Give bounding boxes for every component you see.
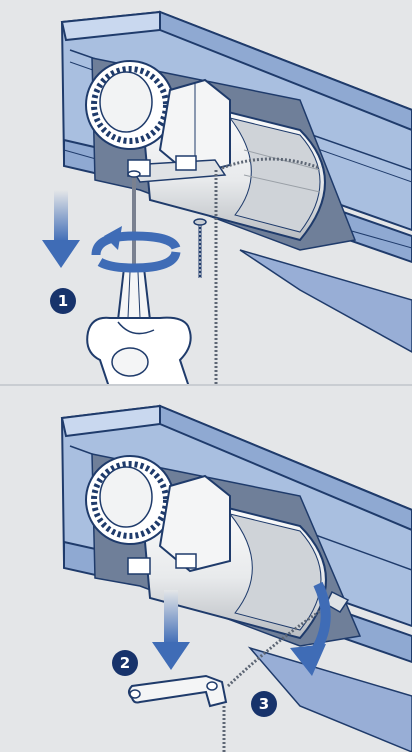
- step-number-1: 1: [58, 292, 68, 310]
- down-arrow-icon: [152, 590, 190, 670]
- screw: [193, 218, 207, 278]
- mounting-bracket: [127, 155, 227, 183]
- gear-head: [85, 60, 231, 177]
- hand: [86, 316, 192, 384]
- step-number-2: 2: [120, 654, 130, 672]
- rotate-arrow-icon: [91, 226, 181, 273]
- step-2-3-panel: 2 3: [0, 386, 412, 752]
- release-bracket: [128, 674, 228, 708]
- gear-head: [85, 455, 231, 575]
- curved-arrow-icon: [290, 581, 331, 676]
- screwdriver: [116, 170, 152, 321]
- step-1-illustration: 1: [42, 10, 412, 384]
- down-arrow-icon: [42, 190, 80, 268]
- panel-divider: [0, 384, 412, 386]
- step-1-panel: 1: [42, 10, 412, 384]
- step-2-3-illustration: 2 3: [60, 404, 412, 752]
- step-number-3: 3: [259, 695, 269, 713]
- step-badge-1: 1: [50, 288, 76, 314]
- pull-cord: [214, 157, 321, 384]
- step-badge-2: 2: [112, 650, 138, 676]
- step-badge-3: 3: [251, 691, 277, 717]
